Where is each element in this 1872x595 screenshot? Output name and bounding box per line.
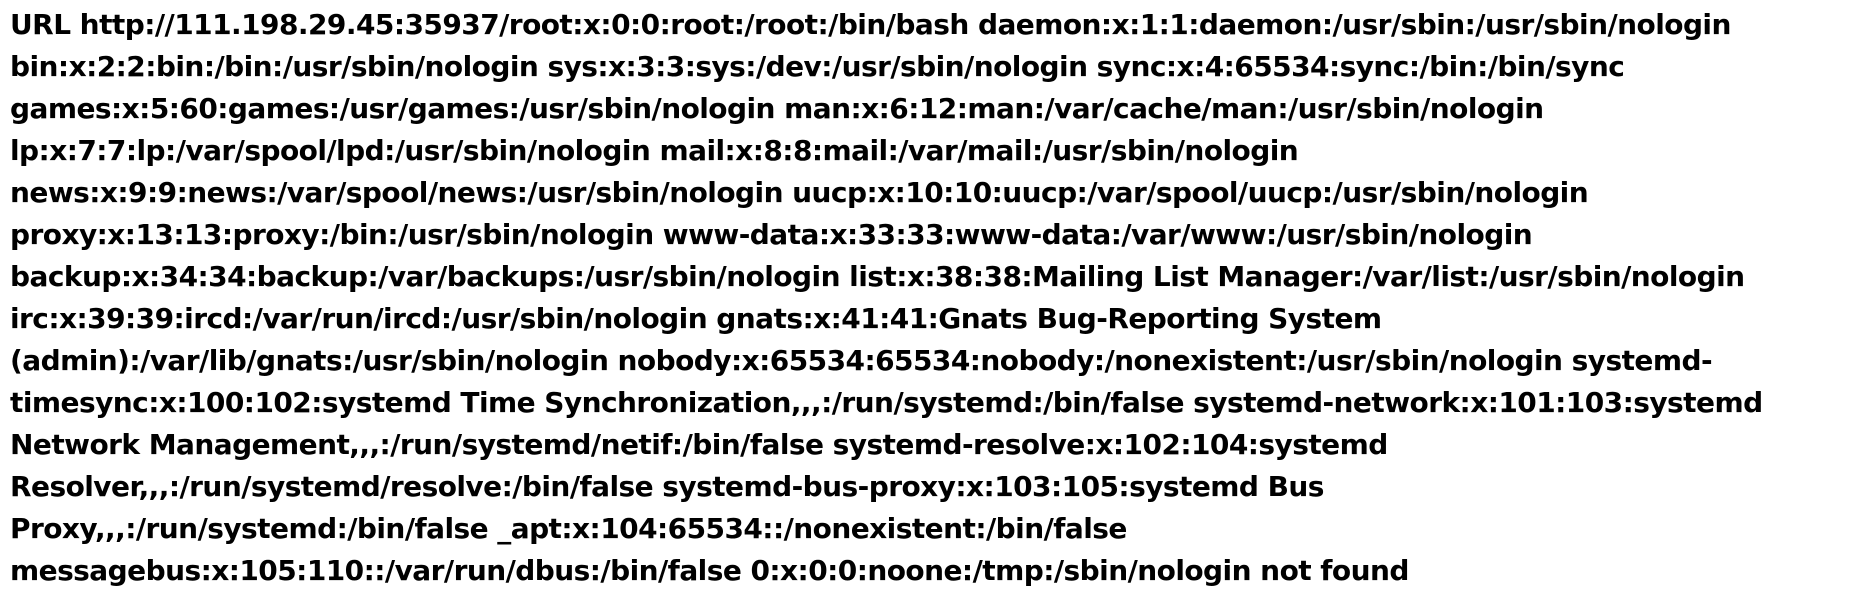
message-line-8: irc:x:39:39:ircd:/var/run/ircd:/usr/sbin…: [10, 302, 1382, 335]
message-line-11: Network Management,,,:/run/systemd/netif…: [10, 428, 1388, 461]
message-line-2: bin:x:2:2:bin:/bin:/usr/sbin/nologin sys…: [10, 50, 1625, 83]
message-line-5: news:x:9:9:news:/var/spool/news:/usr/sbi…: [10, 176, 1589, 209]
message-line-14: messagebus:x:105:110::/var/run/dbus:/bin…: [10, 554, 1409, 587]
message-line-13: Proxy,,,:/run/systemd:/bin/false _apt:x:…: [10, 512, 1127, 545]
message-line-1: URL http://111.198.29.45:35937/root:x:0:…: [10, 8, 1731, 41]
message-line-6: proxy:x:13:13:proxy:/bin:/usr/sbin/nolog…: [10, 218, 1533, 251]
message-line-12: Resolver,,,:/run/systemd/resolve:/bin/fa…: [10, 470, 1324, 503]
message-line-10: timesync:x:100:102:systemd Time Synchron…: [10, 386, 1763, 419]
message-line-9: (admin):/var/lib/gnats:/usr/sbin/nologin…: [10, 344, 1713, 377]
message-line-4: lp:x:7:7:lp:/var/spool/lpd:/usr/sbin/nol…: [10, 134, 1299, 167]
message-line-3: games:x:5:60:games:/usr/games:/usr/sbin/…: [10, 92, 1544, 125]
not-found-message: URL http://111.198.29.45:35937/root:x:0:…: [10, 4, 1864, 592]
message-line-7: backup:x:34:34:backup:/var/backups:/usr/…: [10, 260, 1745, 293]
